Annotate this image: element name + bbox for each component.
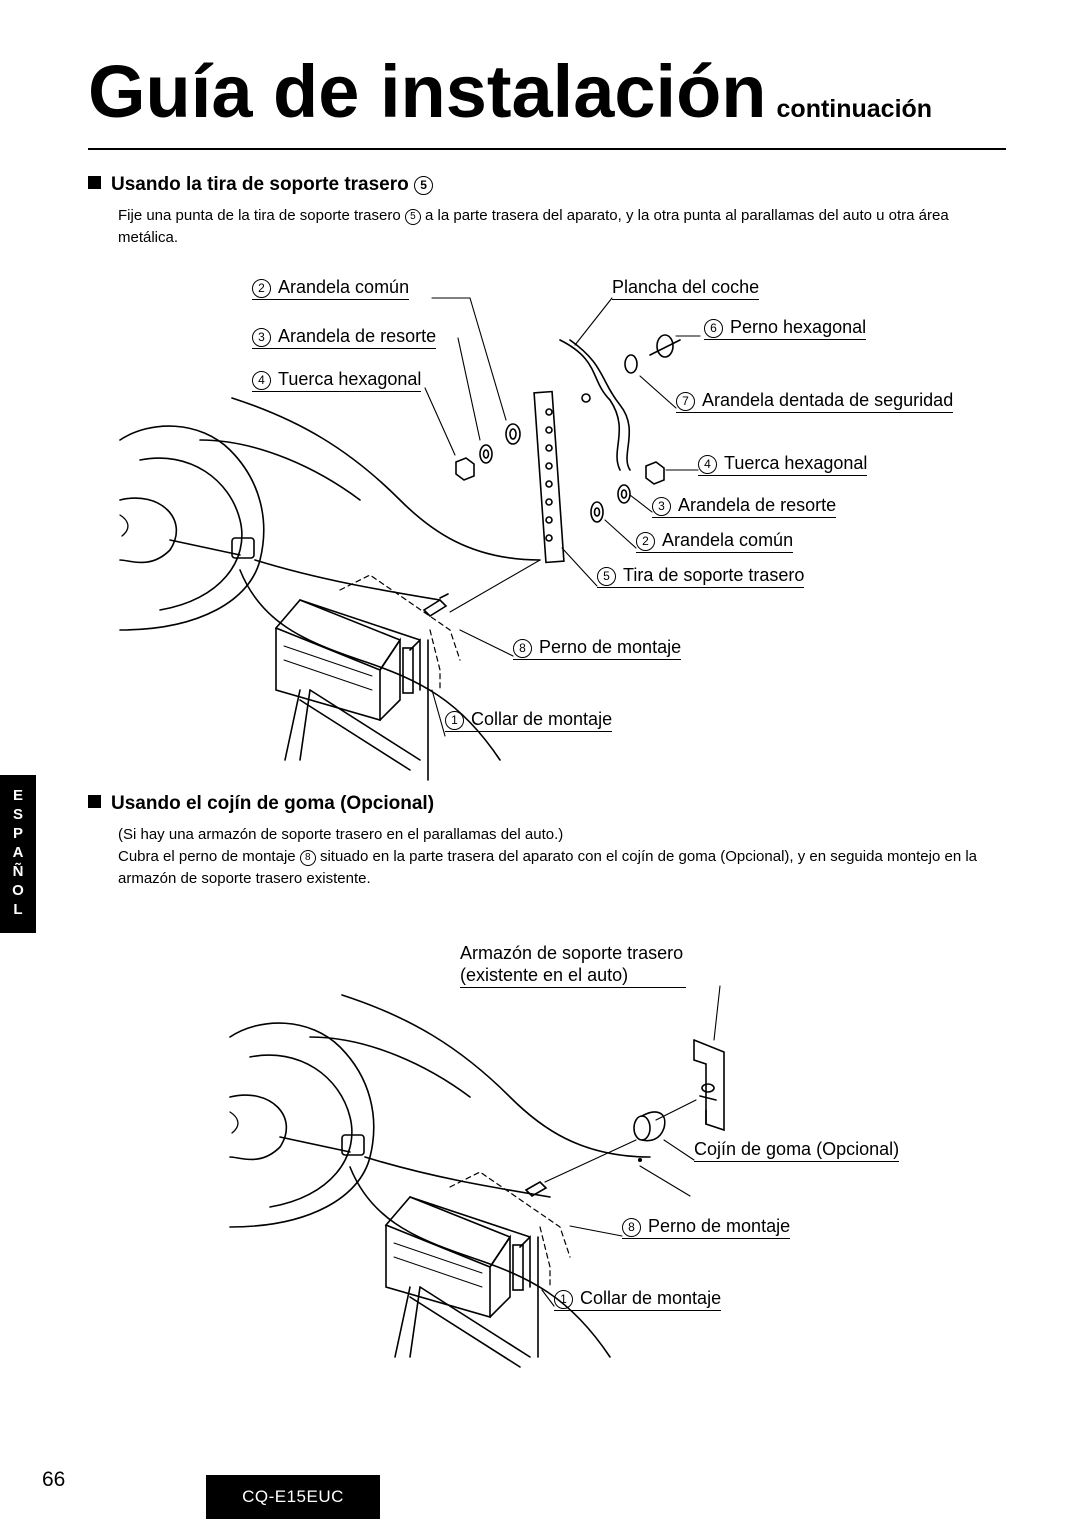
- diagram1-leader-lines: [424, 297, 701, 737]
- tab-letter: Ñ: [12, 863, 24, 880]
- diagram2-dashboard: [229, 994, 651, 1368]
- label-cojin-goma: Cojín de goma (Opcional): [694, 1138, 900, 1162]
- diagram2-leader-lines: [541, 985, 721, 1307]
- diagram1-car-plate: [559, 339, 631, 471]
- section1-heading-text: Usando la tira de soporte trasero: [111, 174, 409, 195]
- section1-heading-num: 5: [414, 176, 434, 195]
- diagram2-bracket: [693, 1039, 725, 1132]
- tab-letter: P: [12, 825, 23, 842]
- label-armazon-2: (existente en el auto): [460, 964, 687, 988]
- diagram1-dashboard: [119, 397, 541, 781]
- heading-bullet: [88, 795, 101, 808]
- model-badge: CQ-E15EUC: [206, 1475, 380, 1519]
- title-subtitle: continuación: [776, 95, 933, 123]
- page-title: Guía de instalación continuación: [88, 52, 932, 149]
- title-text: Guía de instalación: [88, 50, 767, 133]
- tab-letter: L: [13, 901, 23, 918]
- section2-heading: Usando el cojín de goma (Opcional): [88, 792, 434, 816]
- section1-body: Fije una punta de la tira de soporte tra…: [118, 205, 998, 249]
- section1-body-num: 5: [404, 209, 421, 225]
- tab-letter: O: [12, 882, 24, 899]
- tab-letter: S: [12, 806, 23, 823]
- label-armazon-1: Armazón de soporte trasero: [460, 943, 684, 963]
- heading-bullet: [88, 176, 101, 189]
- language-tab: E S P A Ñ O L: [0, 775, 36, 933]
- header-rule: [88, 148, 1006, 150]
- diagram1-stalk-knob: [231, 537, 255, 559]
- diagram2-rubber-cushion: [633, 1111, 666, 1142]
- diagram1-strap: [533, 390, 565, 564]
- diagram1-radio-unit: [274, 599, 421, 722]
- section2-body: (Si hay una armazón de soporte trasero e…: [118, 824, 1008, 890]
- tab-letter: A: [12, 844, 24, 861]
- diagram1-mount-bolt: [422, 593, 449, 618]
- section2-body-line1: (Si hay una armazón de soporte trasero e…: [118, 826, 564, 843]
- section2-body-paragraph: Cubra el perno de montaje 8 situado en l…: [118, 848, 978, 887]
- section1-body-before: Fije una punta de la tira de soporte tra…: [118, 207, 405, 224]
- diagram2-radio-unit: [384, 1196, 531, 1319]
- section1-heading: Usando la tira de soporte trasero 5: [88, 173, 434, 197]
- page-number: 66: [42, 1468, 66, 1491]
- label-plancha-coche: Plancha del coche: [612, 276, 760, 300]
- diagram1-dashed-projection: [339, 574, 461, 691]
- section1-body-after: a la parte trasera del aparato, y la otr…: [118, 207, 949, 246]
- diagram2-mount-bolt: [524, 1181, 548, 1197]
- diagram2-dashed-projection: [449, 1171, 571, 1288]
- diagram1-hardware: [455, 334, 681, 523]
- tab-letter: E: [12, 787, 23, 804]
- section2-heading-text: Usando el cojín de goma (Opcional): [111, 793, 435, 814]
